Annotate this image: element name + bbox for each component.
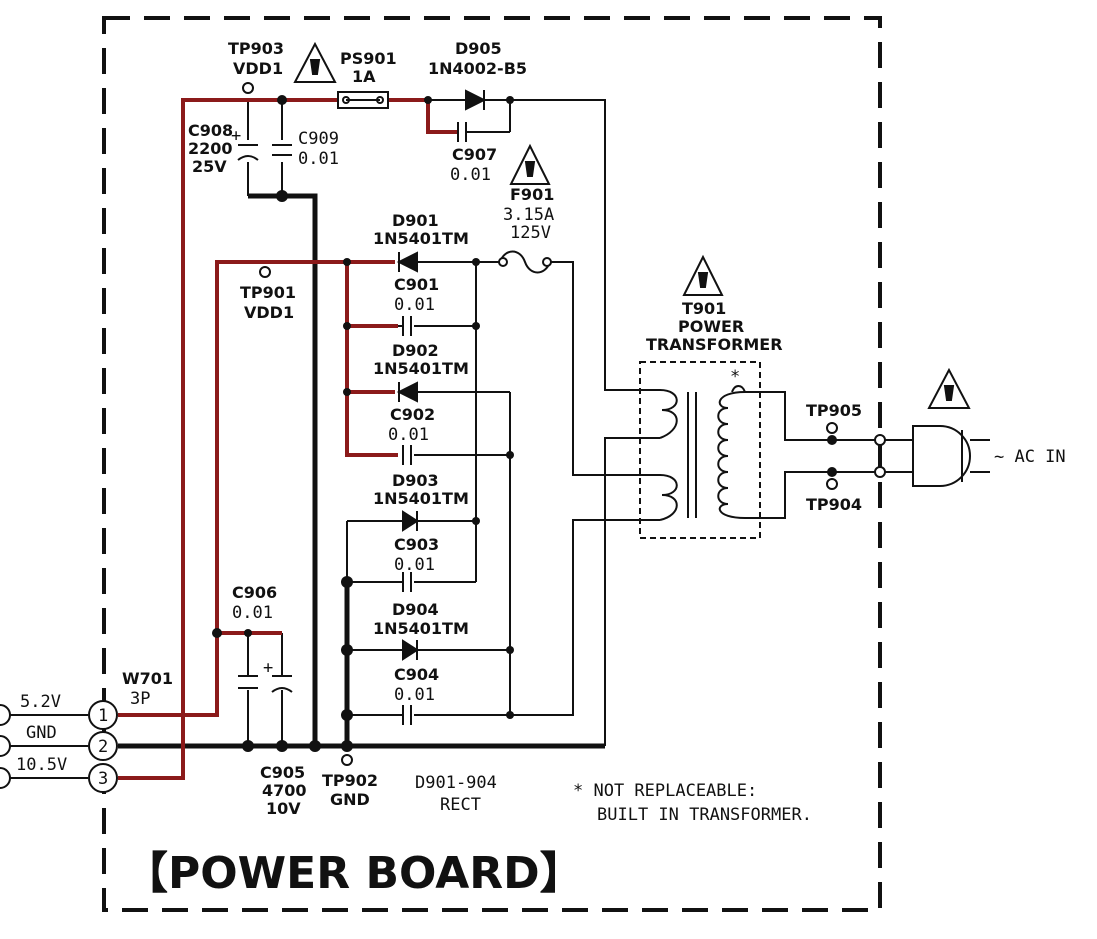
- t901-line1: POWER: [678, 317, 744, 336]
- d904-part: 1N5401TM: [373, 619, 469, 638]
- w701-ref: W701: [122, 669, 173, 688]
- c904-ref: C904: [394, 665, 439, 684]
- d905-part: 1N4002-B5: [428, 59, 527, 78]
- svg-text:+: +: [263, 658, 273, 678]
- c905-voltage: 10V: [266, 799, 301, 818]
- tp902-ref: TP902: [322, 771, 378, 790]
- note-line1: * NOT REPLACEABLE:: [573, 781, 757, 801]
- c902-ref: C902: [390, 405, 435, 424]
- f901-current: 3.15A: [503, 205, 554, 225]
- c903-value: 0.01: [394, 555, 435, 575]
- tp901-net: VDD1: [244, 303, 294, 322]
- pin1-label: 5.2V: [20, 692, 61, 712]
- c909-value: 0.01: [298, 149, 339, 169]
- ps901-value: 1A: [352, 67, 376, 86]
- board-title: 【POWER BOARD】: [124, 848, 584, 899]
- component-symbols: + +: [0, 41, 990, 793]
- ps901-ref: PS901: [340, 49, 397, 68]
- pin2-label: GND: [26, 723, 57, 743]
- ac-in-label: ~ AC IN: [994, 447, 1066, 467]
- pin1-num: 1: [98, 706, 108, 726]
- tp904-ref: TP904: [806, 495, 862, 514]
- c906-ref: C906: [232, 583, 277, 602]
- black-wiring: [0, 99, 913, 779]
- d905-ref: D905: [455, 39, 502, 58]
- d902-ref: D902: [392, 341, 439, 360]
- d902-part: 1N5401TM: [373, 359, 469, 378]
- tp903-ref: TP903: [228, 39, 284, 58]
- c908-ref: C908: [188, 121, 233, 140]
- c905-value: 4700: [262, 781, 307, 800]
- t901-mark: *: [730, 367, 740, 387]
- pin2-num: 2: [98, 737, 108, 757]
- t901-ref: T901: [682, 299, 726, 318]
- c905-ref: C905: [260, 763, 305, 782]
- t901-line2: TRANSFORMER: [646, 335, 783, 354]
- f901-ref: F901: [510, 185, 554, 204]
- c901-value: 0.01: [394, 295, 435, 315]
- board-outline: [102, 16, 882, 912]
- ground-bus: [118, 193, 605, 749]
- pin3-label: 10.5V: [16, 755, 67, 775]
- pin3-num: 3: [98, 769, 108, 789]
- c908-voltage: 25V: [192, 157, 227, 176]
- c904-value: 0.01: [394, 685, 435, 705]
- labels: TP903 VDD1 PS901 1A D905 1N4002-B5 C908 …: [16, 39, 1066, 900]
- d901-ref: D901: [392, 211, 439, 230]
- rect-group-desc: RECT: [440, 795, 481, 815]
- tp902-net: GND: [330, 790, 370, 809]
- c907-value: 0.01: [450, 165, 491, 185]
- c908-value: 2200: [188, 139, 233, 158]
- c907-ref: C907: [452, 145, 497, 164]
- c902-value: 0.01: [388, 425, 429, 445]
- c903-ref: C903: [394, 535, 439, 554]
- tp905-ref: TP905: [806, 401, 862, 420]
- d901-part: 1N5401TM: [373, 229, 469, 248]
- rect-group-ref: D901-904: [415, 773, 497, 793]
- tp901-ref: TP901: [240, 283, 296, 302]
- svg-text:+: +: [231, 126, 241, 146]
- note-line2: BUILT IN TRANSFORMER.: [597, 805, 812, 825]
- w701-type: 3P: [130, 689, 150, 709]
- d904-ref: D904: [392, 600, 439, 619]
- junctions: [212, 82, 886, 766]
- c901-ref: C901: [394, 275, 439, 294]
- d903-part: 1N5401TM: [373, 489, 469, 508]
- tp903-net: VDD1: [233, 59, 283, 78]
- f901-voltage: 125V: [510, 223, 551, 243]
- c909-ref: C909: [298, 129, 339, 149]
- d903-ref: D903: [392, 471, 439, 490]
- c906-value: 0.01: [232, 603, 273, 623]
